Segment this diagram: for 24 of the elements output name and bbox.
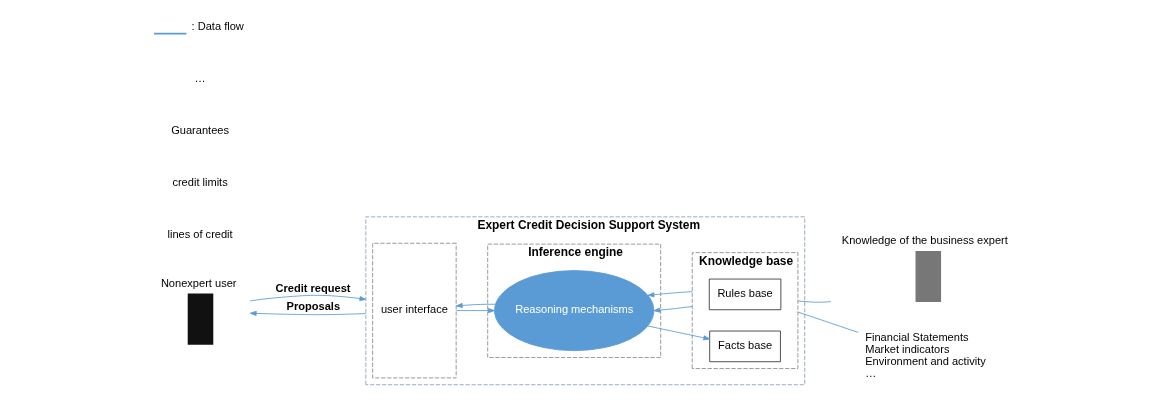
arrow <box>653 306 693 313</box>
label: lines of credit <box>166 227 233 240</box>
edge-label: Proposals <box>286 300 340 313</box>
node-box <box>915 250 941 303</box>
arrow <box>646 325 710 341</box>
arrow <box>455 302 496 308</box>
legend-label: : Data flow <box>191 19 244 32</box>
arrow <box>249 310 366 316</box>
edge-label: Credit request <box>275 282 350 295</box>
label: Guarantees <box>170 123 229 136</box>
connector <box>796 311 859 333</box>
arrow <box>455 308 495 314</box>
arrow <box>647 291 693 298</box>
node-box: Facts base <box>708 330 781 363</box>
node-label: Nonexpert user <box>160 277 237 290</box>
node-text: Financial Statements Market indicators Environment and activity … <box>864 330 986 379</box>
arrow <box>249 294 366 302</box>
node-box: Rules base <box>708 278 781 311</box>
node-box <box>187 293 213 345</box>
node-label: Knowledge of the business expert <box>841 234 1008 247</box>
label: … <box>194 71 206 84</box>
connector <box>796 300 831 303</box>
node-box: user interface <box>371 242 457 379</box>
label: credit limits <box>171 175 228 188</box>
